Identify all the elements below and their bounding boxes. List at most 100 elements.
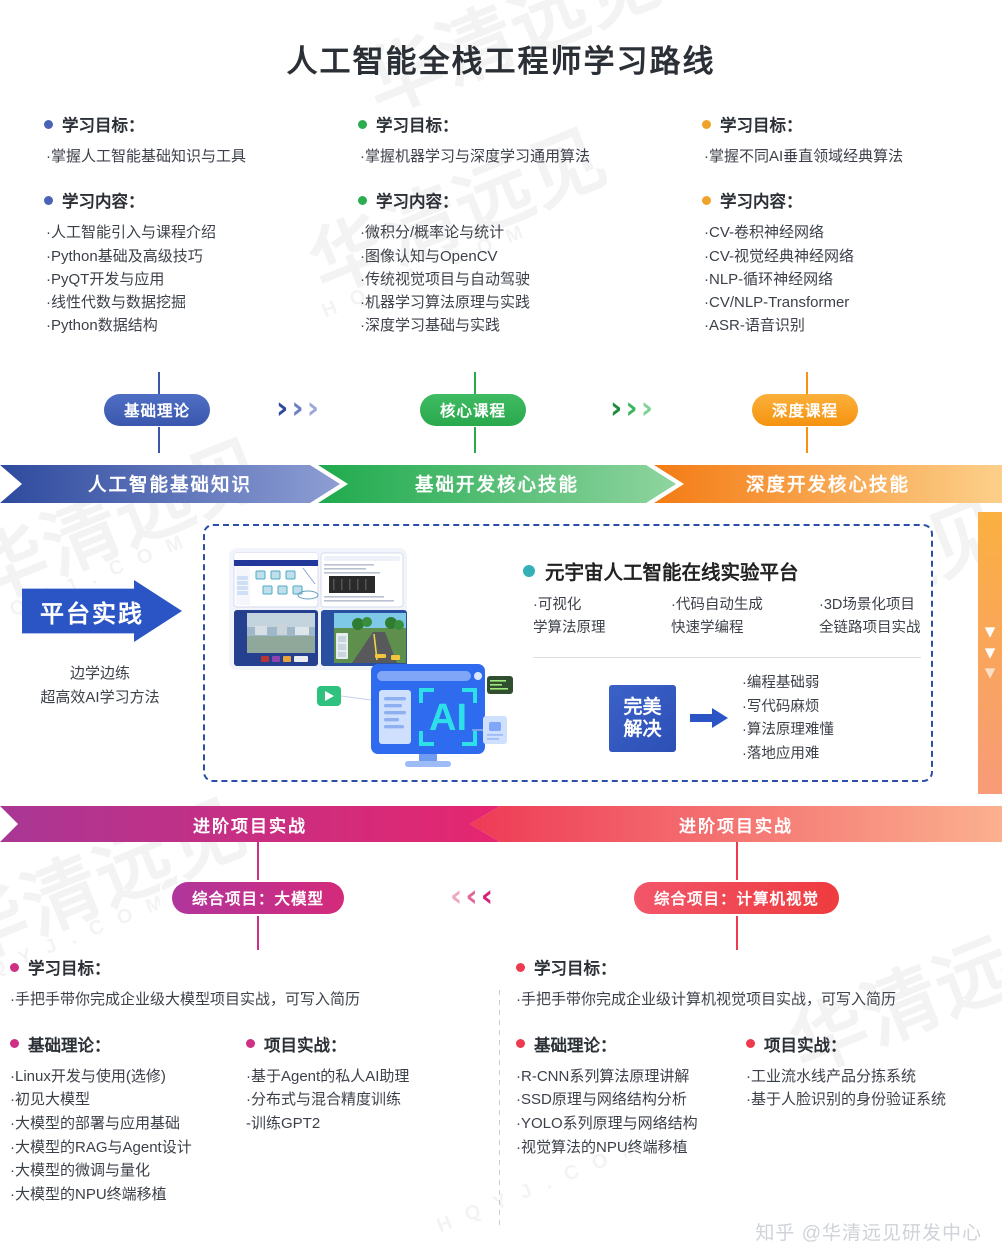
scroll-down-indicator: ▾ ▾ ▾ bbox=[978, 512, 1002, 794]
theory-item: ·Linux开发与使用(选修) bbox=[10, 1067, 166, 1085]
goal-label: 学习目标： bbox=[720, 117, 803, 135]
chevron-down-icon: ▾ bbox=[984, 661, 996, 685]
advanced-banner-right: 进阶项目实战 bbox=[470, 806, 1002, 842]
stage-pill-label: 核心课程 bbox=[440, 403, 507, 420]
content-item: ·CV-视觉经典神经网络 bbox=[704, 247, 855, 265]
stage-banner-label: 基础开发核心技能 bbox=[414, 474, 579, 495]
platform-illustration: AI bbox=[225, 540, 515, 770]
bullet-dot-icon bbox=[10, 1039, 19, 1049]
content-item: ·ASR-语音识别 bbox=[704, 317, 805, 335]
content-label: 学习内容： bbox=[376, 193, 459, 212]
goal-label: 学习目标： bbox=[534, 960, 617, 978]
monitor-ai-label: AI bbox=[429, 697, 467, 739]
practice-heading: 项目实战： bbox=[246, 1032, 409, 1056]
pill-bracket-right bbox=[524, 388, 539, 432]
platform-feature: ·代码自动生成 快速学编程 bbox=[671, 594, 799, 640]
stage-pill-2-wrap: 核心课程 bbox=[408, 388, 539, 432]
bullet-dot-icon bbox=[702, 195, 711, 205]
content-label: 学习内容： bbox=[62, 193, 145, 212]
goal-label: 学习目标： bbox=[376, 117, 459, 135]
stage-pill-deep-course[interactable]: 深度课程 bbox=[740, 388, 871, 432]
theory-subcolumn: 基础理论： ·Linux开发与使用(选修) ·初见大模型 ·大模型的部署与应用基… bbox=[10, 1032, 246, 1207]
goal-heading: 学习目标： bbox=[358, 112, 688, 136]
goal-item: ·掌握人工智能基础知识与工具 bbox=[46, 148, 246, 165]
chevron-down-icon: ▾ bbox=[984, 619, 996, 643]
connector-stem bbox=[736, 842, 738, 880]
advanced-column-large-model: 学习目标： ·手把手带你完成企业级大模型项目实战，可写入简历 基础理论： ·Li… bbox=[10, 955, 492, 1207]
content-item: ·人工智能引入与课程介绍 bbox=[46, 224, 216, 242]
content-item: ·图像认知与OpenCV bbox=[360, 247, 498, 265]
bullet-dot-icon bbox=[746, 1039, 755, 1049]
practice-label: 项目实战： bbox=[764, 1036, 847, 1055]
theory-item: ·SSD原理与网络结构分析 bbox=[516, 1091, 687, 1109]
chevron-group-blue: › › › bbox=[276, 394, 319, 424]
divider bbox=[499, 990, 500, 1230]
divider bbox=[533, 657, 921, 658]
platform-feature-title: ·3D场景化项目 bbox=[819, 597, 915, 613]
platform-feature-sub: 全链路项目实战 bbox=[819, 620, 921, 637]
metaverse-platform-heading: 元宇宙人工智能在线实验平台 bbox=[523, 556, 799, 585]
bullet-dot-icon bbox=[10, 962, 19, 972]
content-item: ·Python数据结构 bbox=[46, 317, 158, 335]
content-item: ·线性代数与数据挖掘 bbox=[46, 294, 186, 311]
stage-pill-basic-theory[interactable]: 基础理论 bbox=[92, 388, 223, 432]
theory-heading: 基础理论： bbox=[516, 1032, 746, 1056]
bullet-dot-icon bbox=[44, 119, 53, 129]
platform-subtitle-line2: 超高效AI学习方法 bbox=[40, 689, 160, 706]
theory-item: ·大模型的微调与量化 bbox=[10, 1162, 150, 1180]
connector-stem bbox=[158, 372, 160, 394]
chevron-left-icon: ‹ bbox=[480, 879, 494, 914]
bullet-dot-icon bbox=[358, 119, 367, 129]
stage-banner-2: 基础开发核心技能 bbox=[318, 465, 676, 503]
theory-item: ·大模型的NPU终端移植 bbox=[10, 1186, 167, 1204]
theory-subcolumn: 基础理论： ·R-CNN系列算法原理讲解 ·SSD原理与网络结构分析 ·YOLO… bbox=[516, 1032, 746, 1160]
stage-column-1: 学习目标： ·掌握人工智能基础知识与工具 学习内容： ·人工智能引入与课程介绍 … bbox=[44, 112, 344, 338]
goal-heading: 学习目标： bbox=[516, 955, 1002, 979]
goal-item: ·手把手带你完成企业级大模型项目实战，可写入简历 bbox=[10, 991, 360, 1008]
goal-heading: 学习目标： bbox=[10, 955, 492, 979]
goal-heading: 学习目标： bbox=[44, 112, 344, 136]
pain-point-item: ·写代码麻烦 bbox=[742, 698, 820, 715]
practice-item: ·分布式与混合精度训练 bbox=[246, 1091, 401, 1109]
platform-feature: ·3D场景化项目 全链路项目实战 bbox=[819, 594, 921, 640]
platform-illustration-svg: AI bbox=[229, 548, 513, 767]
theory-label: 基础理论： bbox=[28, 1036, 111, 1055]
theory-item: ·初见大模型 bbox=[10, 1091, 90, 1109]
theory-item: ·YOLO系列原理与网络结构 bbox=[516, 1115, 698, 1133]
content-item: ·微积分/概率论与统计 bbox=[360, 224, 505, 242]
stage-pill-label: 深度课程 bbox=[772, 403, 839, 420]
chevron-down-icon: ▾ bbox=[984, 640, 996, 664]
bullet-dot-icon bbox=[358, 195, 367, 205]
pill-bracket-left bbox=[622, 876, 636, 920]
stage-pill-core-course[interactable]: 核心课程 bbox=[408, 388, 539, 432]
content-item: ·传统视觉项目与自动驾驶 bbox=[360, 270, 530, 288]
pain-point-item: ·落地应用难 bbox=[742, 745, 820, 762]
pill-bracket-left bbox=[740, 388, 754, 432]
content-heading: 学习内容： bbox=[702, 188, 992, 212]
platform-feature-sub: 快速学编程 bbox=[671, 620, 744, 637]
pill-bracket-right bbox=[342, 876, 357, 920]
platform-feature-title: ·可视化 bbox=[533, 597, 582, 613]
stage-column-3: 学习目标： ·掌握不同AI垂直领域经典算法 学习内容： ·CV-卷积神经网络 ·… bbox=[702, 112, 992, 338]
perfect-solution-line1: 完美 bbox=[623, 696, 662, 718]
connector-stem bbox=[474, 372, 476, 394]
advanced-banner-label: 进阶项目实战 bbox=[193, 816, 307, 836]
theory-item: ·大模型的RAG与Agent设计 bbox=[10, 1138, 192, 1156]
advanced-pill-computer-vision[interactable]: 综合项目：计算机视觉 bbox=[622, 876, 852, 920]
stage-banner-3: 深度开发核心技能 bbox=[654, 465, 1002, 503]
chevron-group-pink: ‹ ‹ ‹ bbox=[450, 882, 493, 912]
connector-stem bbox=[158, 427, 160, 453]
bullet-dot-icon bbox=[44, 195, 53, 205]
practice-item: -训练GPT2 bbox=[246, 1115, 321, 1133]
practice-label: 项目实战： bbox=[264, 1036, 347, 1055]
theory-heading: 基础理论： bbox=[10, 1032, 246, 1056]
connector-stem bbox=[257, 916, 259, 950]
advanced-pill-large-model[interactable]: 综合项目：大模型 bbox=[160, 876, 357, 920]
advanced-pill-label: 综合项目：计算机视觉 bbox=[654, 891, 820, 908]
content-item: ·机器学习算法原理与实践 bbox=[360, 294, 530, 311]
content-heading: 学习内容： bbox=[44, 188, 344, 212]
pill-bracket-left bbox=[92, 388, 106, 432]
theory-item: ·R-CNN系列算法原理讲解 bbox=[516, 1067, 690, 1085]
bullet-dot-icon bbox=[523, 564, 535, 577]
